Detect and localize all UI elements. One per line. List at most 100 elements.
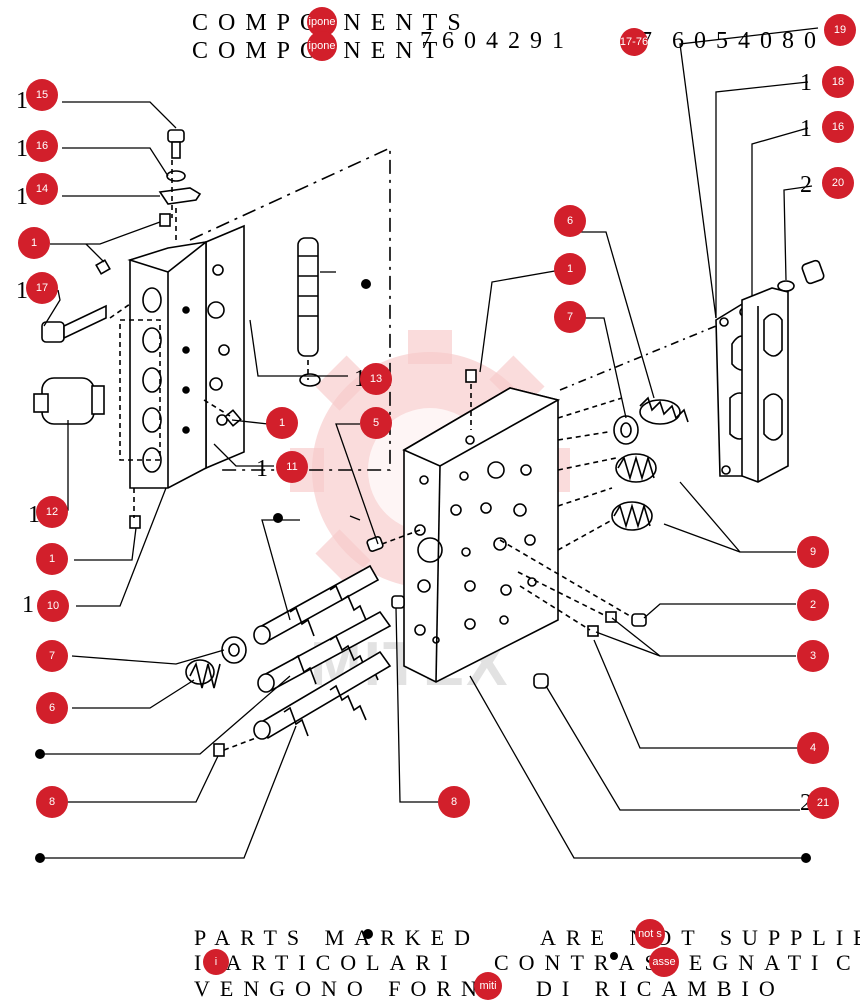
leader-lines <box>43 27 819 859</box>
callout-label-c10: 10 <box>47 600 59 612</box>
callout-label-c7a: 7 <box>567 311 573 323</box>
callout-badge-c13 <box>360 363 392 395</box>
callout-badge-c21 <box>807 787 839 819</box>
header-badge-2 <box>307 31 337 61</box>
footer: PARTS MARKED ARE NOT SUPPLIE I ARTICOLAR… <box>194 919 860 1001</box>
callout-label-c5: 5 <box>373 417 379 429</box>
callout-badge-c1d <box>554 253 586 285</box>
callout-badge-c15 <box>26 79 58 111</box>
footer-badge-not <box>635 919 665 949</box>
callout-label-c3: 3 <box>810 650 816 662</box>
callout-badge-c19 <box>824 14 856 46</box>
callout-label-c20: 20 <box>832 177 844 189</box>
callout-label-c19: 19 <box>834 24 846 36</box>
callout-badge-c18 <box>822 66 854 98</box>
callout-badge-c7b <box>36 640 68 672</box>
header-badge-1 <box>307 7 337 37</box>
marker-dot-lower-spool <box>35 853 45 863</box>
footer-line-3a: VENGONO FORNI <box>194 976 504 1000</box>
callout-badge-c8a <box>36 786 68 818</box>
left-hidden-pocket <box>119 319 161 461</box>
center-plug-5-dash <box>381 529 421 545</box>
callout-badge-c1a <box>18 227 50 259</box>
callout-badge-c2 <box>797 589 829 621</box>
center-body-ports <box>414 435 537 644</box>
callout-badge-c16b <box>822 111 854 143</box>
callout-badge-c6a <box>554 205 586 237</box>
lower-seat-7 <box>221 636 247 664</box>
right-cover-plate <box>741 287 789 483</box>
center-spring-dashes <box>557 397 623 551</box>
callout-badge-c14 <box>26 173 58 205</box>
left-top-hardware <box>158 129 202 205</box>
spool-top <box>253 564 380 645</box>
marker-dot-footer <box>363 929 373 939</box>
plain-numerals: 1 1 1 1 1 1 1 1 1 1 2 2 <box>16 70 812 816</box>
callout-badge-c1c <box>266 407 298 439</box>
header-badge-1-text: ipone <box>309 16 336 28</box>
callout-label-c8a: 8 <box>49 796 55 808</box>
callout-badge-c11 <box>276 451 308 483</box>
left-body-ports <box>142 264 230 473</box>
numeral-20-prefix: 2 <box>800 172 812 198</box>
center-plug-dashes <box>499 539 631 631</box>
numeral-18-prefix: 1 <box>800 70 812 96</box>
left-grub-side <box>95 259 111 275</box>
center-seat-7 <box>613 415 639 445</box>
callout-badge-c9 <box>797 536 829 568</box>
marker-dot-upper-spool <box>273 513 283 523</box>
right-end-plates <box>559 259 825 483</box>
callout-badge-c1b <box>36 543 68 575</box>
callout-label-c17: 17 <box>36 282 48 294</box>
callout-label-c6b: 6 <box>49 702 55 714</box>
left-dashdot-outline <box>189 146 391 471</box>
callout-label-c18: 18 <box>832 76 844 88</box>
numeral-16b-prefix: 1 <box>800 116 812 142</box>
marker-dot-center-body <box>801 853 811 863</box>
center-grub-top <box>465 369 477 383</box>
footer-badge-not-text: not s <box>638 928 662 940</box>
marker-dot-spool <box>361 279 371 289</box>
callout-label-c2: 2 <box>810 599 816 611</box>
footer-badge-asse-text: asse <box>652 956 675 968</box>
center-body-top <box>402 387 561 467</box>
header: COMPO NENTS COMPO NENT 7604291 7 6054080 <box>192 10 826 64</box>
left-dashed-links <box>109 160 309 518</box>
callout-label-c1a: 1 <box>31 237 37 249</box>
callout-badge-c5 <box>360 407 392 439</box>
header-badge-ref <box>620 28 648 56</box>
callout-label-c1b: 1 <box>49 553 55 565</box>
callout-badge-c20 <box>822 167 854 199</box>
callout-badge-c6b <box>36 692 68 724</box>
numeral-11-prefix: 1 <box>256 456 268 482</box>
header-code-digits: 7604291 <box>420 28 574 54</box>
callout-label-c16b: 16 <box>832 121 844 133</box>
center-body-edge <box>435 465 441 683</box>
right-bolt-20 <box>801 259 825 285</box>
callout-label-c7b: 7 <box>49 650 55 662</box>
callout-label-c15: 15 <box>36 89 48 101</box>
header-code-end: 6054080 <box>672 28 826 54</box>
footer-line-2a: I ARTICOLARI <box>194 950 458 975</box>
left-bolt-17 <box>41 304 107 343</box>
callout-label-c9: 9 <box>810 546 816 558</box>
spool-middle <box>257 610 392 693</box>
lower-plug-8 <box>213 743 225 757</box>
spool-bottom <box>253 650 392 740</box>
footer-badge-asse <box>649 947 679 977</box>
callout-badge-c8b <box>438 786 470 818</box>
lower-plug-8-dash <box>223 737 257 751</box>
numeral-17-prefix: 1 <box>16 278 28 304</box>
numeral-16-prefix: 1 <box>16 136 28 162</box>
left-gasket <box>205 224 245 470</box>
callout-label-c1c: 1 <box>279 417 285 429</box>
center-spring-6 <box>639 396 689 425</box>
lower-spring-6 <box>185 659 221 689</box>
callout-label-c14: 14 <box>36 183 48 195</box>
lower-spools <box>185 564 392 757</box>
numeral-10-prefix: 1 <box>22 592 34 618</box>
right-dashdot-line <box>559 325 717 391</box>
callout-badge-c7a <box>554 301 586 333</box>
